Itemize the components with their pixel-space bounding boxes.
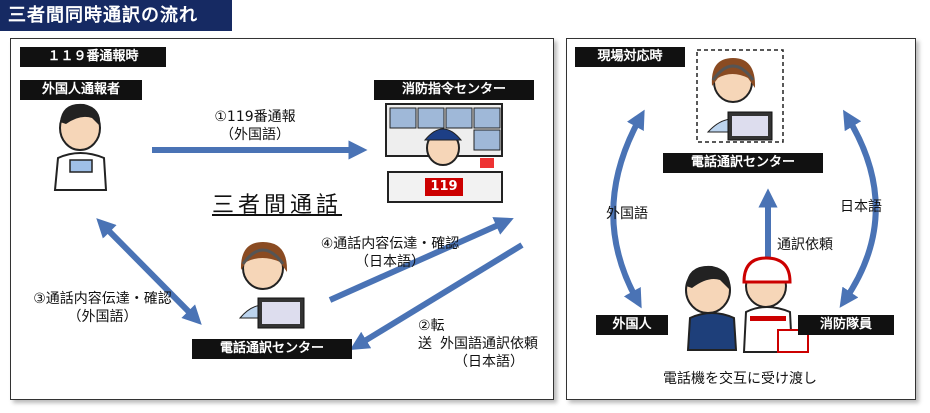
left-panel xyxy=(10,38,554,400)
arrow2-text-line2: 外国語通訳依頼 xyxy=(440,336,538,352)
bottom-caption: 電話機を交互に受け渡し xyxy=(663,371,817,387)
arrow-interp-dispatch xyxy=(328,217,514,303)
dispatch-illustration xyxy=(385,103,503,203)
three-way-call-text: 三者間通話 xyxy=(212,193,343,218)
interpreter-illustration-left xyxy=(238,242,305,329)
arrow1-text-line2: （外国語） xyxy=(220,127,290,143)
scene-illustration xyxy=(685,256,809,353)
interpreter-illustration-right xyxy=(706,58,773,141)
arrow3-text-line2: （外国語） xyxy=(67,309,138,325)
arrow2-text-line3: （日本語） xyxy=(454,354,524,370)
foreigner-label: 外国人 xyxy=(596,315,668,335)
arrow4-text-line1: ④通話内容伝達・確認 xyxy=(320,236,460,252)
japanese-text: 日本語 xyxy=(840,199,882,215)
interp-label-left: 電話通訳センター xyxy=(192,339,352,359)
right-panel-title: 現場対応時 xyxy=(575,47,685,67)
arrow3-text-line1: ③通話内容伝達・確認 xyxy=(33,291,172,307)
right-panel xyxy=(566,38,916,400)
arrow2-text-line1: ②転送 xyxy=(418,318,445,352)
caller-label: 外国人通報者 xyxy=(20,80,142,100)
arrow-dispatch-interp xyxy=(349,242,524,350)
arrow1-text-line1: ①119番通報 xyxy=(214,109,296,125)
interp-request-text: 通訳依頼 xyxy=(777,237,833,253)
page-title: 三者間同時通訳の流れ xyxy=(0,0,232,31)
interpreter-frame xyxy=(696,49,784,143)
caller-illustration xyxy=(53,103,108,191)
arrow-japanese xyxy=(839,109,879,308)
foreign-language-text: 外国語 xyxy=(606,206,648,222)
arrow-caller-interp xyxy=(96,218,202,325)
arrow-foreign-language xyxy=(610,109,645,309)
badge-119: 119 xyxy=(430,179,458,194)
firefighter-label: 消防隊員 xyxy=(798,315,894,335)
interp-label-right: 電話通訳センター xyxy=(663,153,823,173)
arrow4-text-line2: （日本語） xyxy=(355,254,425,270)
dispatch-label: 消防指令センター xyxy=(374,80,534,100)
left-panel-title: １１９番通報時 xyxy=(20,47,166,67)
